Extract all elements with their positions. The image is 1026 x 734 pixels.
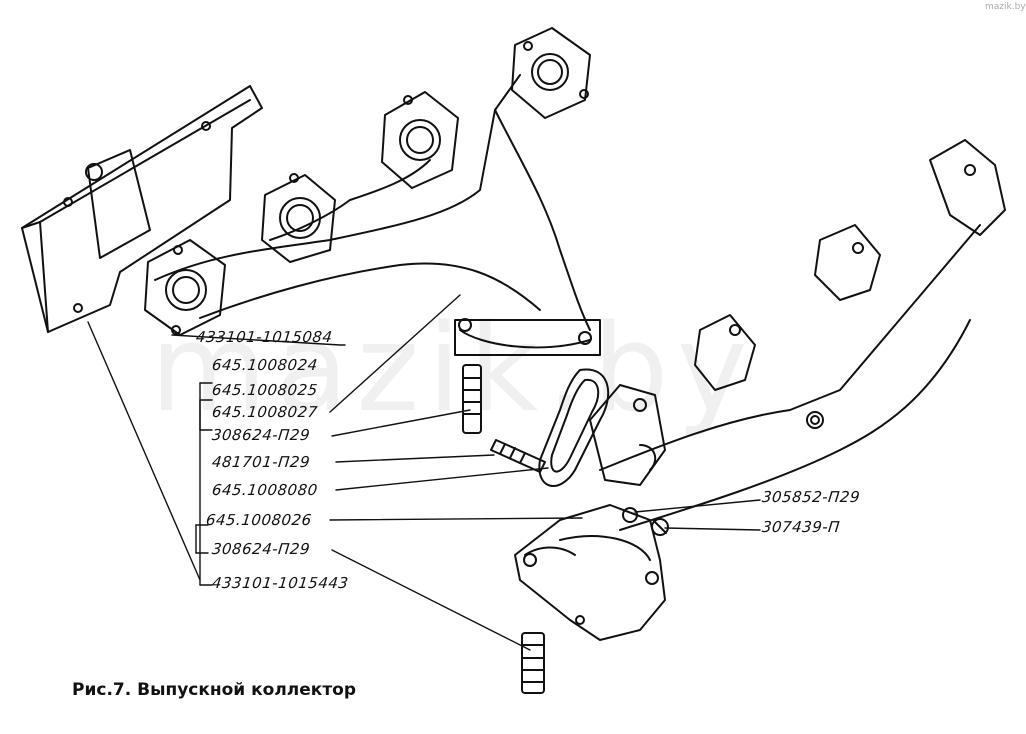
outlet-flange [514,504,666,641]
studs [462,364,669,694]
label-645-1008027: 645.1008027 [211,403,319,421]
label-645-1008080: 645.1008080 [211,481,319,499]
label-433101-1015084: 433101-1015084 [195,328,334,346]
leader-lines [87,294,761,651]
label-433101-1015443: 433101-1015443 [211,574,350,592]
label-308624-p29-lower: 308624-П29 [211,540,311,558]
label-645-1008026: 645.1008026 [205,511,313,529]
label-645-1008024: 645.1008024 [211,356,319,374]
port-flanges-upper [144,27,591,336]
gasket [538,368,610,487]
manifold-right [589,139,1006,531]
site-text: mazik.by [985,2,1026,12]
label-481701-p29: 481701-П29 [211,453,311,471]
label-308624-p29-upper: 308624-П29 [211,426,311,444]
label-305852-p29: 305852-П29 [761,488,861,506]
label-645-1008025: 645.1008025 [211,381,319,399]
heat-shield [21,85,263,333]
label-307439-p: 307439-П [761,518,841,536]
figure-caption: Рис.7. Выпускной коллектор [72,680,357,700]
